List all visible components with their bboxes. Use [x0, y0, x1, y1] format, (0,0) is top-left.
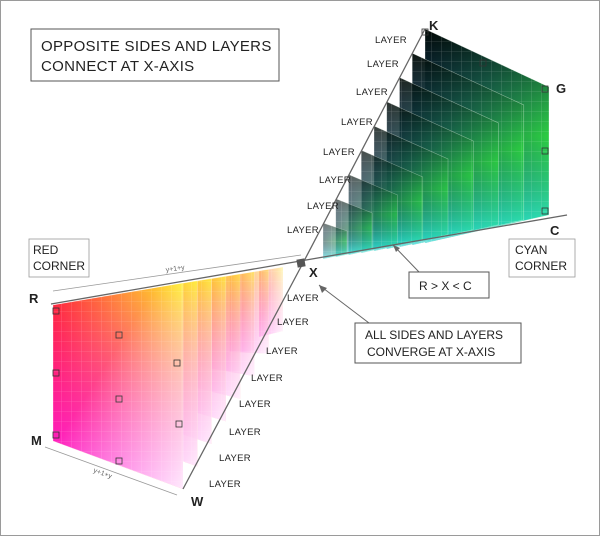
corner-marker: [115, 457, 123, 465]
cyan-corner-line-2: CORNER: [515, 259, 567, 273]
corner-marker: [173, 359, 181, 367]
corner-label-w: W: [191, 494, 204, 509]
layer-label: LAYER: [341, 117, 373, 128]
layer-label: LAYER: [266, 346, 298, 357]
front-diagonal: [182, 262, 304, 490]
converge-line-2: CONVERGE AT X-AXIS: [367, 345, 495, 359]
cyan-corner-line-1: CYAN: [515, 243, 547, 257]
corner-label-c: C: [550, 223, 560, 238]
cyan-corner-note: CYAN CORNER: [508, 238, 576, 278]
corner-marker: [479, 59, 487, 67]
layer-label: LAYER: [209, 479, 241, 490]
layer-label: LAYER: [367, 59, 399, 70]
corner-marker: [115, 331, 123, 339]
layer-label: LAYER: [319, 175, 351, 186]
corner-marker: [175, 420, 183, 428]
layer-label: LAYER: [277, 317, 309, 328]
layer-label: LAYER: [239, 399, 271, 410]
layer-label: LAYER: [219, 453, 251, 464]
corner-marker: [52, 369, 60, 377]
cyan-layer-panel: [322, 222, 348, 260]
dim-side-label: y+1+y: [92, 467, 113, 480]
title-box: OPPOSITE SIDES AND LAYERS CONNECT AT X-A…: [30, 28, 280, 82]
red-side-layers: [52, 266, 284, 490]
axes: [44, 28, 568, 496]
layer-label: LAYER: [229, 427, 261, 438]
corner-label-r: R: [29, 291, 39, 306]
corner-label-m: M: [31, 433, 42, 448]
title-line-1: OPPOSITE SIDES AND LAYERS: [41, 38, 272, 55]
x-convergence-marker: [296, 258, 306, 268]
corner-marker: [52, 431, 60, 439]
layer-labels: LAYER LAYER LAYER LAYER LAYER LAYER LAYER LAYER…: [209, 35, 407, 490]
corner-label-x: X: [309, 265, 318, 280]
red-corner-line-2: CORNER: [33, 259, 85, 273]
dim-top-line: [52, 254, 302, 292]
layer-label: LAYER: [356, 87, 388, 98]
corner-marker: [52, 307, 60, 315]
red-layer-panel: [52, 282, 184, 490]
cyan-side-layers: [322, 28, 550, 260]
corner-label-k: K: [429, 18, 439, 33]
corner-marker: [115, 395, 123, 403]
corner-marker: [541, 207, 549, 215]
dim-side-line: [44, 446, 178, 496]
title-line-2: CONNECT AT X-AXIS: [41, 58, 194, 75]
formula-note: R > X < C: [392, 244, 490, 299]
layer-label: LAYER: [323, 147, 355, 158]
layer-label: LAYER: [251, 373, 283, 384]
formula-text: R > X < C: [419, 279, 472, 293]
corner-label-g: G: [556, 81, 566, 96]
converge-note: ALL SIDES AND LAYERS CONVERGE AT X-AXIS: [318, 284, 522, 364]
layer-label: LAYER: [375, 35, 407, 46]
dim-top-label: y+1+y: [165, 264, 185, 274]
converge-line-1: ALL SIDES AND LAYERS: [365, 328, 503, 342]
corner-marker: [541, 147, 549, 155]
corner-marker: [541, 85, 549, 93]
red-corner-line-1: RED: [33, 243, 59, 257]
layer-label: LAYER: [307, 201, 339, 212]
red-corner-note: RED CORNER: [28, 238, 90, 278]
top-axis: [50, 214, 568, 305]
back-diagonal: [302, 28, 426, 264]
layer-label: LAYER: [287, 293, 319, 304]
layer-label: LAYER: [287, 225, 319, 236]
